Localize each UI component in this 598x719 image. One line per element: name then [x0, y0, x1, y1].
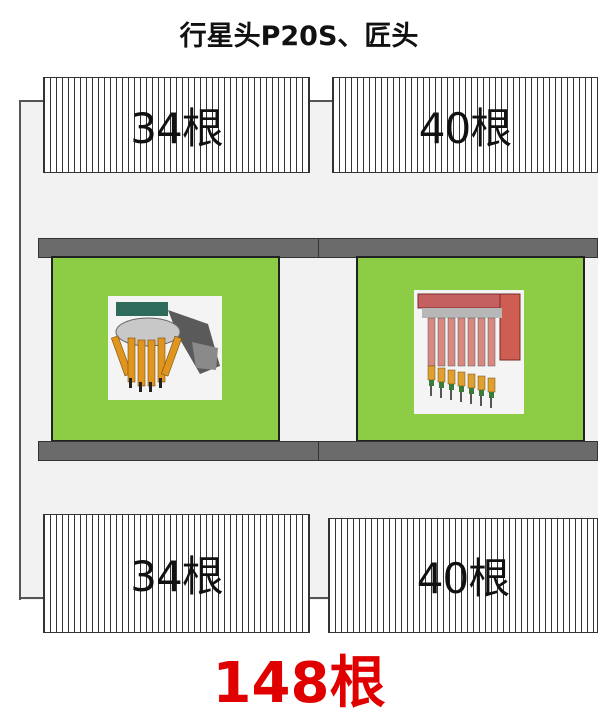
rail-top-right — [318, 238, 598, 258]
feeder-top-right: 40根 — [332, 77, 598, 173]
top-connector-middle — [309, 100, 332, 102]
feeder-bottom-left-count: 34根 — [130, 552, 223, 601]
feeder-bottom-right-count: 40根 — [416, 554, 510, 603]
machine-frame — [19, 100, 598, 600]
feeder-top-right-count: 40根 — [418, 103, 512, 153]
feeder-bottom-left: 34根 — [43, 514, 310, 633]
feeder-bottom-right: 40根 — [328, 518, 598, 633]
feeder-top-left: 34根 — [43, 77, 310, 173]
total-count: 148根 — [212, 651, 386, 716]
rail-bottom-left — [38, 441, 319, 461]
rail-top-left — [38, 238, 319, 258]
rail-bottom-right — [318, 441, 598, 461]
top-connector-left — [19, 100, 44, 102]
bottom-connector-middle — [309, 597, 330, 599]
bottom-connector-left — [19, 597, 44, 599]
feeder-top-left-count: 34根 — [130, 103, 223, 153]
diagram-title: 行星头P20S、匠头 — [179, 21, 419, 52]
planetary-head-image — [108, 296, 222, 400]
gang-nozzle-head-image — [414, 290, 524, 414]
